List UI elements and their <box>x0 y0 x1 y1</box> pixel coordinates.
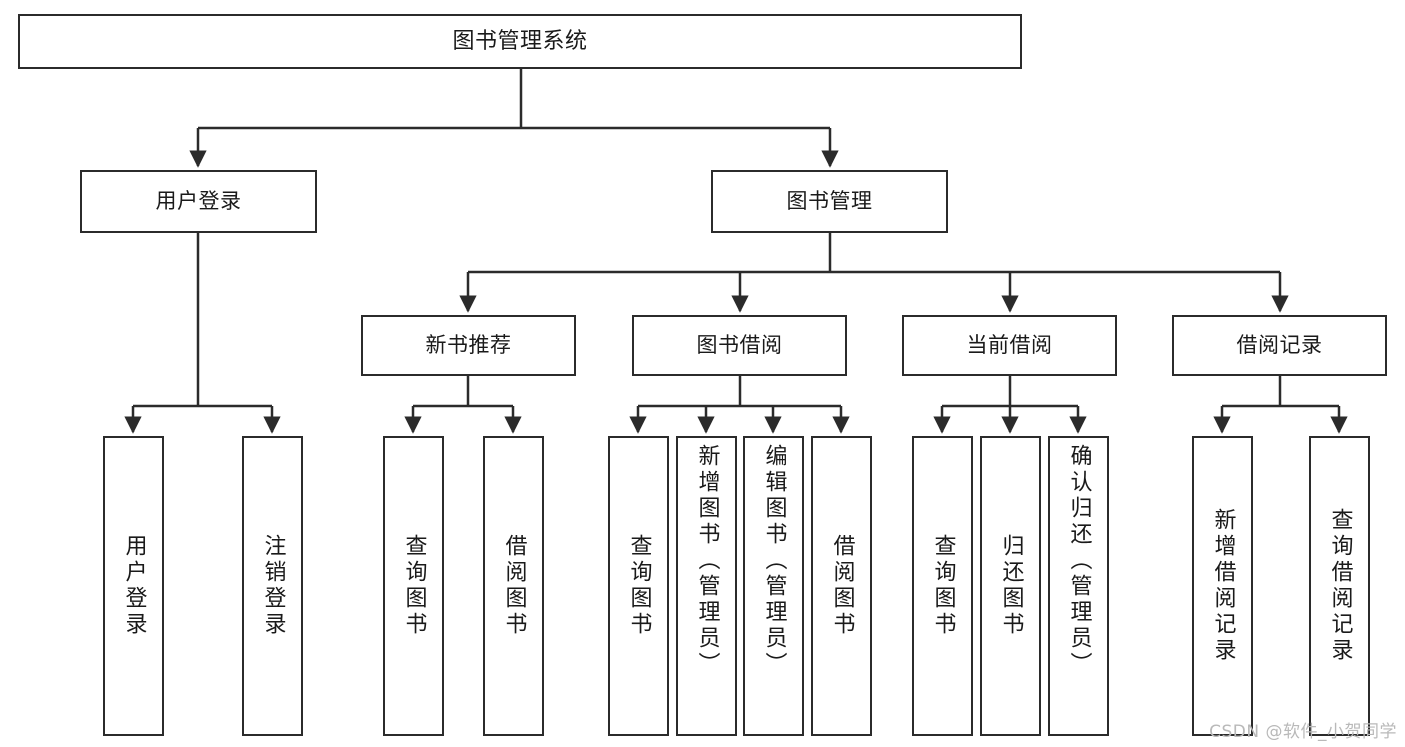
node-label: 归还图书 <box>998 534 1024 638</box>
node-root-system[interactable]: 图书管理系统 <box>18 14 1022 69</box>
node-label: 借阅图书 <box>501 534 527 638</box>
node-label: 用户登录 <box>121 534 147 638</box>
leaf-current-confirm-return-admin[interactable]: 确认归还（管理员） <box>1048 436 1109 736</box>
node-book-borrow[interactable]: 图书借阅 <box>632 315 847 376</box>
leaf-current-return-book[interactable]: 归还图书 <box>980 436 1041 736</box>
node-label: 注销登录 <box>260 534 286 638</box>
leaf-new-books-query[interactable]: 查询图书 <box>383 436 444 736</box>
node-label: 新增图书（管理员） <box>694 444 720 678</box>
leaf-records-add-record[interactable]: 新增借阅记录 <box>1192 436 1253 736</box>
leaf-borrow-add-book-admin[interactable]: 新增图书（管理员） <box>676 436 737 736</box>
node-label: 确认归还（管理员） <box>1066 444 1092 678</box>
node-new-book-recommend[interactable]: 新书推荐 <box>361 315 576 376</box>
leaf-borrow-edit-book-admin[interactable]: 编辑图书（管理员） <box>743 436 804 736</box>
leaf-borrow-borrow-book[interactable]: 借阅图书 <box>811 436 872 736</box>
node-label: 图书借阅 <box>696 333 783 358</box>
leaf-current-query-book[interactable]: 查询图书 <box>912 436 973 736</box>
node-current-borrow[interactable]: 当前借阅 <box>902 315 1117 376</box>
leaf-borrow-query-book[interactable]: 查询图书 <box>608 436 669 736</box>
leaf-new-books-borrow[interactable]: 借阅图书 <box>483 436 544 736</box>
leaf-user-login-signout[interactable]: 注销登录 <box>242 436 303 736</box>
node-label: 查询图书 <box>930 534 956 638</box>
node-label: 新书推荐 <box>425 333 512 358</box>
node-label: 编辑图书（管理员） <box>761 444 787 678</box>
node-label: 查询图书 <box>401 534 427 638</box>
watermark: CSDN @软件_小贺同学 <box>1209 722 1397 742</box>
leaf-records-query-record[interactable]: 查询借阅记录 <box>1309 436 1370 736</box>
node-label: 查询借阅记录 <box>1327 508 1353 664</box>
node-borrow-records[interactable]: 借阅记录 <box>1172 315 1387 376</box>
node-label: 图书管理 <box>786 189 873 214</box>
node-user-login[interactable]: 用户登录 <box>80 170 317 233</box>
node-label: 当前借阅 <box>966 333 1053 358</box>
node-label: 用户登录 <box>155 189 242 214</box>
leaf-user-login-signin[interactable]: 用户登录 <box>103 436 164 736</box>
node-label: 借阅图书 <box>829 534 855 638</box>
node-label: 借阅记录 <box>1236 333 1323 358</box>
node-label: 图书管理系统 <box>452 28 588 54</box>
node-label: 查询图书 <box>626 534 652 638</box>
node-label: 新增借阅记录 <box>1210 508 1236 664</box>
node-book-management[interactable]: 图书管理 <box>711 170 948 233</box>
